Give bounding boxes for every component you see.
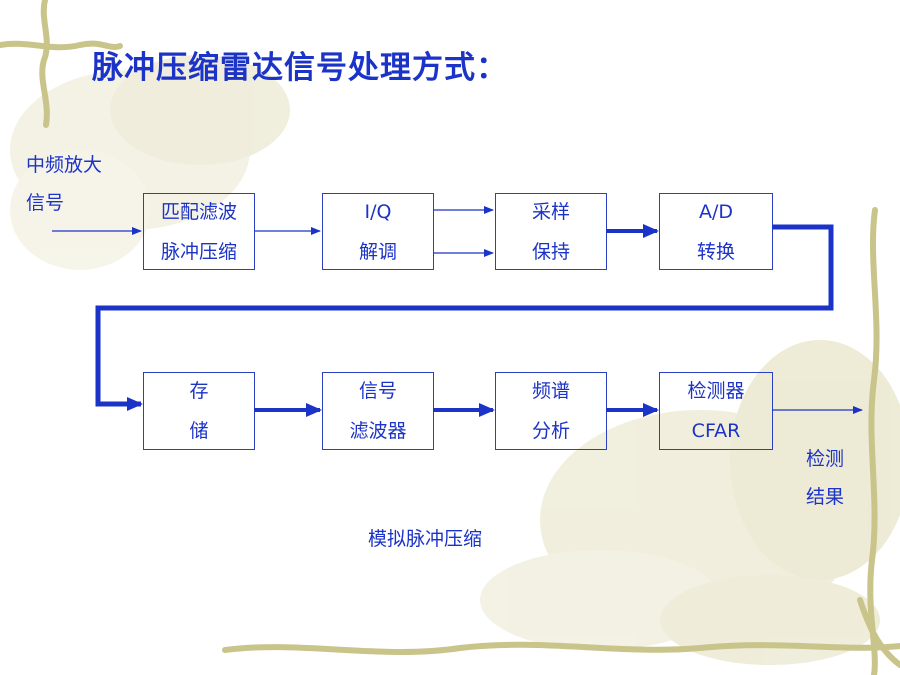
input-signal-label: 中频放大 信号 bbox=[26, 146, 102, 222]
cfar-detector-box: 检测器 CFAR bbox=[659, 372, 773, 450]
box-line: I/Q bbox=[364, 200, 392, 223]
output-label-line-1: 检测 bbox=[806, 448, 845, 470]
box-line: 脉冲压缩 bbox=[160, 240, 237, 263]
matched-filter-box: 匹配滤波 脉冲压缩 bbox=[143, 193, 255, 270]
box-line: 存 bbox=[189, 380, 209, 402]
box-line: 转换 bbox=[696, 240, 735, 263]
arrow-ad-to-storage bbox=[95, 224, 834, 411]
page-title: 脉冲压缩雷达信号处理方式： bbox=[92, 50, 508, 86]
box-line: 信号 bbox=[358, 380, 397, 402]
box-line: 解调 bbox=[358, 240, 397, 263]
box-line: 频谱 bbox=[531, 380, 570, 402]
box-line: A/D bbox=[698, 200, 734, 223]
box-line: CFAR bbox=[691, 420, 741, 442]
output-label-line-2: 结果 bbox=[806, 486, 845, 508]
signal-filter-box: 信号 滤波器 bbox=[322, 372, 434, 450]
flower-decoration-top-left bbox=[10, 55, 290, 270]
box-line: 保持 bbox=[531, 240, 570, 263]
box-line: 匹配滤波 bbox=[160, 200, 237, 223]
spectrum-analysis-box: 频谱 分析 bbox=[495, 372, 607, 450]
ad-convert-box: A/D 转换 bbox=[659, 193, 773, 270]
box-line: 采样 bbox=[531, 200, 570, 223]
input-label-line-2: 信号 bbox=[26, 192, 65, 214]
box-line: 分析 bbox=[531, 420, 570, 442]
diagram-caption: 模拟脉冲压缩 bbox=[368, 528, 483, 550]
output-result-label: 检测 结果 bbox=[806, 440, 844, 516]
storage-box: 存 储 bbox=[143, 372, 255, 450]
box-line: 储 bbox=[189, 420, 209, 442]
sample-hold-box: 采样 保持 bbox=[495, 193, 607, 270]
box-line: 检测器 bbox=[687, 380, 745, 402]
iq-demod-box: I/Q 解调 bbox=[322, 193, 434, 270]
box-line: 滤波器 bbox=[349, 420, 407, 442]
input-label-line-1: 中频放大 bbox=[26, 154, 103, 176]
flower-decoration-bottom-right bbox=[480, 340, 900, 665]
